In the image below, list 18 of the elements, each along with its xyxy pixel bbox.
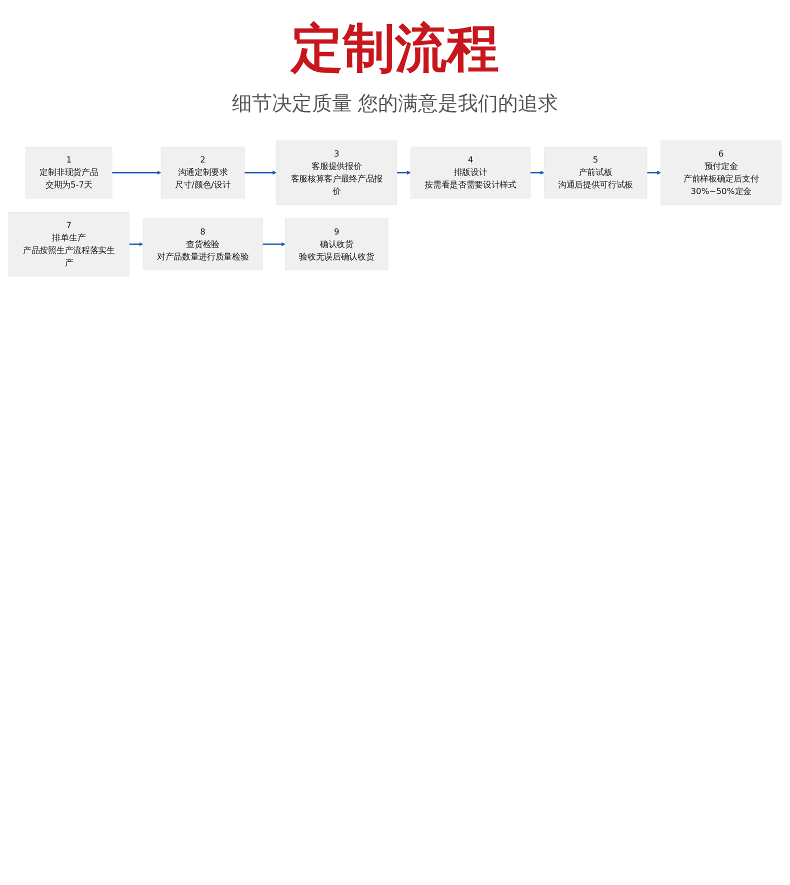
node-box: 2 沟通定制要求 尺寸/颜色/设计 <box>160 146 245 199</box>
title: 定制流程 <box>289 18 500 81</box>
arrow <box>530 170 544 175</box>
arrow <box>646 170 662 175</box>
node-box: 1 定制非现货产品 交期为5-7天 <box>26 146 112 199</box>
arrow <box>129 242 144 246</box>
node-box: 6 预付定金 产前样板确定后支付30%~50%定金 <box>660 140 782 205</box>
node-box: 9 确认收货 验收无误后确认收货 <box>285 218 388 270</box>
arrow <box>262 242 286 246</box>
node-box: 3 客服提供报价 客服核算客户最终产品报价 <box>276 140 398 205</box>
arrow <box>396 170 411 175</box>
node-box: 4 排版设计 按需看是否需要设计样式 <box>410 146 530 199</box>
arrow <box>244 170 277 175</box>
arrow <box>112 170 162 175</box>
subtitle: 细节决定质量 您的满意是我们的追求 <box>230 90 560 117</box>
node-box: 8 查货检验 对产品数量进行质量检验 <box>142 218 263 270</box>
node-box: 7 排单生产 产品按照生产流程落实生产 <box>8 212 130 276</box>
node-box: 5 产前试板 沟通后提供可行试板 <box>544 146 648 199</box>
